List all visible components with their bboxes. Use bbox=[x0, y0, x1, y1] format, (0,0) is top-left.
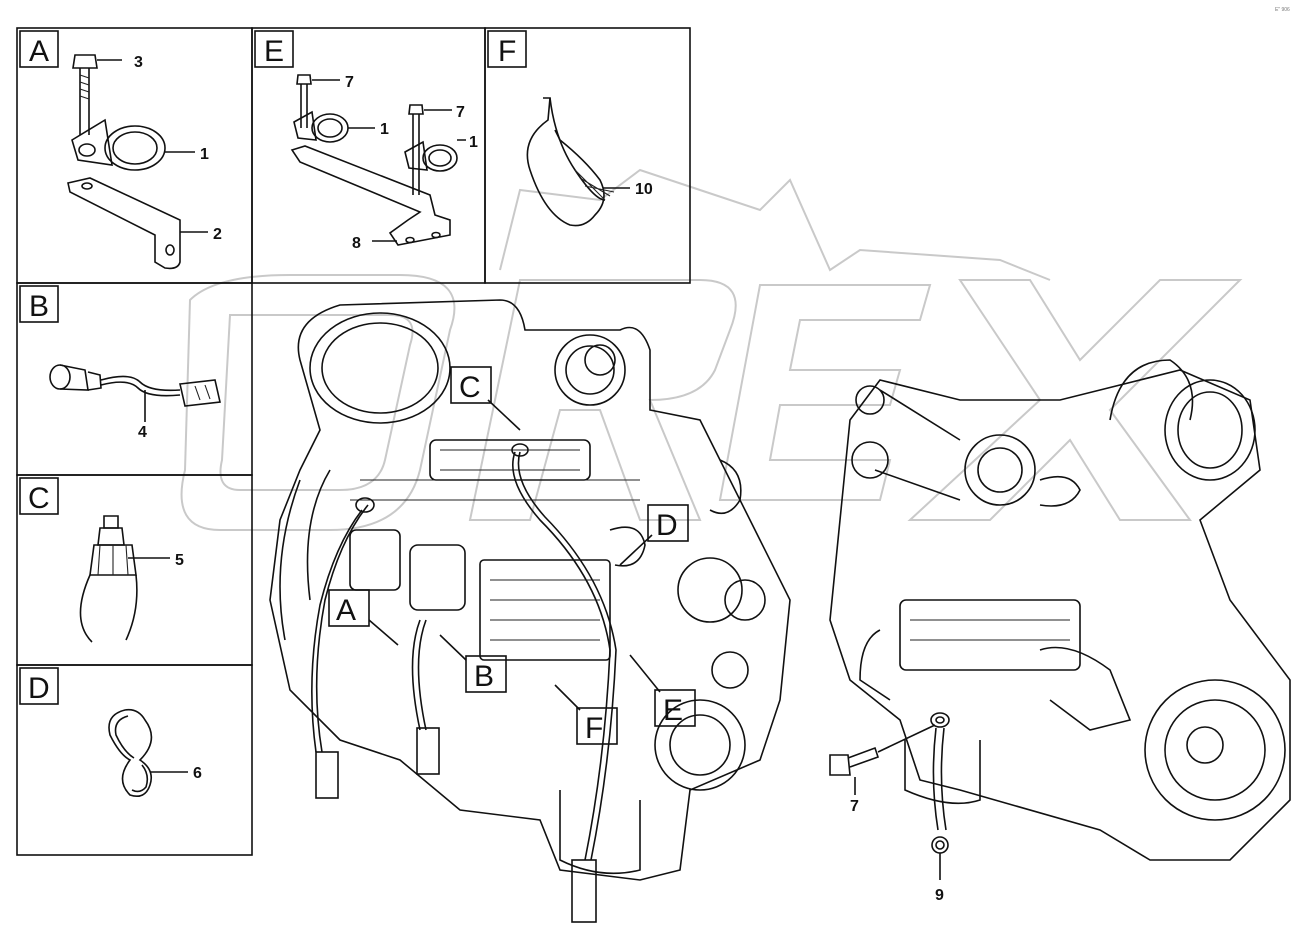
panel-d-label: D bbox=[19, 667, 59, 705]
panel-frames bbox=[16, 27, 691, 856]
svg-text:F: F bbox=[585, 712, 603, 745]
panel-letter: F bbox=[498, 35, 516, 68]
engine-tag-e: E bbox=[629, 654, 696, 727]
engine-tag-c: C bbox=[450, 366, 521, 431]
panel-letter: C bbox=[28, 482, 50, 515]
panel-a-label: A bbox=[19, 30, 59, 68]
panel-c-drawing: 5 bbox=[79, 515, 184, 643]
panel-letter: B bbox=[29, 290, 49, 323]
callout-number: 1 bbox=[469, 134, 478, 151]
panel-b-label: B bbox=[19, 285, 59, 323]
callout-number: 3 bbox=[134, 54, 143, 71]
callout-number: 1 bbox=[200, 146, 209, 163]
panel-e-drawing: 7 1 7 1 8 bbox=[290, 74, 478, 252]
watermark bbox=[180, 168, 1243, 531]
panel-letter: E bbox=[264, 35, 284, 68]
svg-text:E: E bbox=[663, 694, 683, 727]
callout-number: 2 bbox=[213, 226, 222, 243]
svg-text:D: D bbox=[656, 509, 678, 542]
panel-letter: D bbox=[28, 672, 50, 705]
panel-f-drawing: 10 bbox=[526, 97, 653, 227]
callout-number: 4 bbox=[138, 424, 147, 441]
panel-f-label: F bbox=[487, 30, 527, 68]
panel-d-drawing: 6 bbox=[108, 708, 202, 798]
svg-text:A: A bbox=[336, 594, 356, 627]
callout-number: 7 bbox=[456, 104, 465, 121]
callout-number: 6 bbox=[193, 765, 202, 782]
svg-text:B: B bbox=[474, 660, 494, 693]
engine-tag-a: A bbox=[328, 589, 399, 646]
panel-e-label: E bbox=[254, 30, 294, 68]
engine-tag-d: D bbox=[619, 504, 689, 566]
callout-number: 1 bbox=[380, 121, 389, 138]
document-code: E" 906 bbox=[1275, 7, 1290, 13]
callout-number: 7 bbox=[345, 74, 354, 91]
panel-b-drawing: 4 bbox=[49, 364, 221, 441]
callout-number: 5 bbox=[175, 552, 184, 569]
panel-letter: A bbox=[29, 35, 49, 68]
engine-right: 7 9 bbox=[829, 359, 1291, 904]
svg-text:C: C bbox=[459, 371, 481, 404]
callout-number: 9 bbox=[935, 887, 944, 904]
callout-number: 10 bbox=[635, 181, 653, 198]
engine-left bbox=[269, 299, 791, 923]
engine-tag-f: F bbox=[554, 684, 618, 745]
panel-c-label: C bbox=[19, 477, 59, 515]
callout-number: 7 bbox=[850, 798, 859, 815]
callout-number: 8 bbox=[352, 235, 361, 252]
panel-a-drawing: 3 1 2 bbox=[67, 54, 222, 270]
engine-tag-b: B bbox=[439, 634, 507, 693]
